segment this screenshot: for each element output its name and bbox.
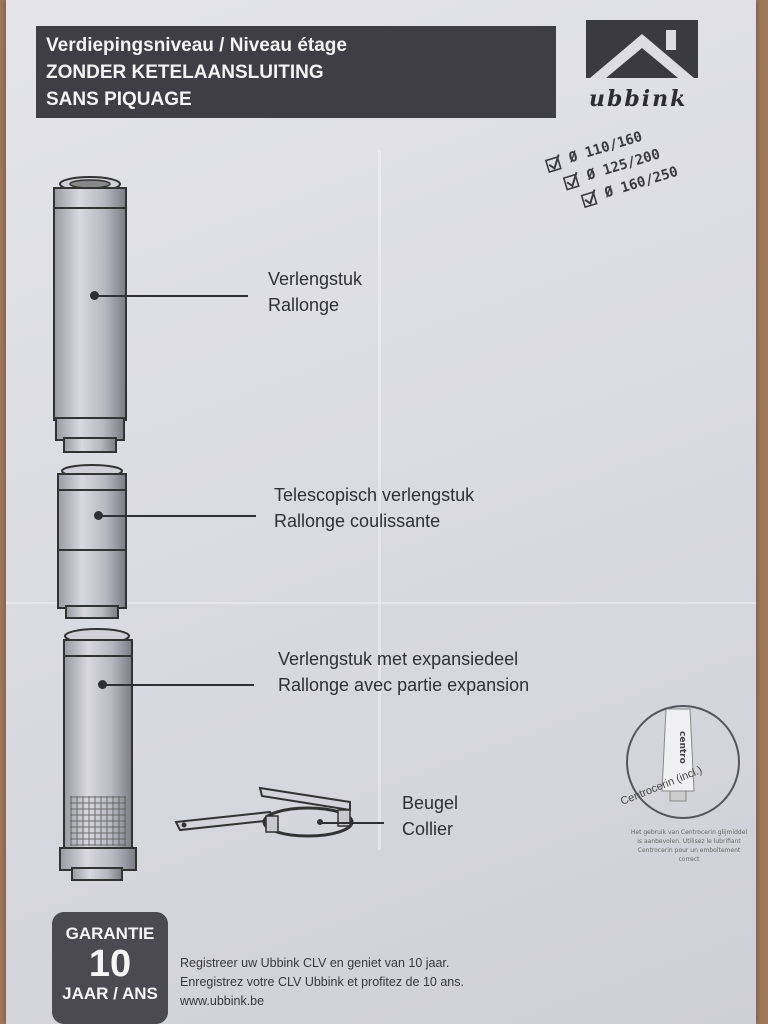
part-label-fr: Rallonge coulissante: [274, 511, 441, 531]
leader-dot: [94, 511, 103, 520]
lubricant-note: Het gebruik van Centrocerin glijmiddel i…: [630, 829, 748, 863]
guarantee-label: GARANTIE: [65, 924, 155, 943]
part-label-nl: Telescopisch verlengstuk: [274, 485, 475, 505]
part-label-fr: Rallonge: [268, 295, 340, 315]
part-label-nl: Verlengstuk met expansiedeel: [278, 649, 519, 669]
lubricant-tube-text: centro: [677, 731, 687, 764]
part-label-bracket: Beugel Collier: [402, 790, 458, 842]
part-label-fr: Collier: [402, 819, 454, 839]
checkbox-checked-icon: [580, 189, 598, 209]
part-label-fr: Rallonge avec partie expansion: [278, 675, 530, 695]
checkbox-checked-icon: [544, 154, 562, 174]
house-roof-logo-icon: [586, 20, 698, 78]
header-line-1: Verdiepingsniveau / Niveau étage: [46, 35, 347, 56]
registration-line-nl: Registreer uw Ubbink CLV en geniet van 1…: [180, 956, 450, 970]
diameter-item: Ø 125/200: [562, 143, 674, 191]
paper-crease: [6, 602, 756, 604]
header-title-box: Verdiepingsniveau / Niveau étage ZONDER …: [36, 26, 556, 118]
leader-line: [96, 295, 248, 297]
part-label-nl: Verlengstuk: [268, 269, 363, 289]
leader-dot: [90, 291, 99, 300]
telescopic-pipe-illustration: [57, 464, 127, 619]
registration-url[interactable]: www.ubbink.be: [180, 994, 265, 1008]
part-label-extension: Verlengstuk Rallonge: [268, 266, 362, 318]
instruction-sheet: Verdiepingsniveau / Niveau étage ZONDER …: [6, 0, 756, 1024]
leader-line: [100, 515, 256, 517]
registration-line-fr: Enregistrez votre CLV Ubbink et profitez…: [180, 975, 464, 989]
guarantee-unit: JAAR / ANS: [62, 984, 158, 1003]
registration-text: Registreer uw Ubbink CLV en geniet van 1…: [180, 954, 464, 1011]
expansion-pipe-illustration: [59, 628, 137, 881]
diameter-list: Ø 110/160 Ø 125/200 Ø 160/250: [544, 122, 682, 221]
header-line-2: ZONDER KETELAANSLUITING: [46, 62, 324, 83]
leader-line: [104, 684, 254, 686]
lubricant-tube-icon: centro: [661, 708, 695, 802]
part-label-nl: Beugel: [402, 793, 459, 813]
header-line-3: SANS PIQUAGE: [46, 89, 192, 110]
wall-bracket-illustration: [174, 786, 354, 838]
extension-pipe-illustration: [53, 176, 127, 453]
leader-line: [322, 822, 384, 824]
guarantee-years: 10: [88, 943, 132, 985]
diameter-item: Ø 110/160: [544, 122, 667, 174]
brand-name: ubbink: [589, 86, 688, 112]
leader-dot: [98, 680, 107, 689]
checkbox-checked-icon: [562, 171, 580, 191]
diameter-item: Ø 160/250: [580, 164, 680, 209]
paper-crease: [378, 150, 381, 850]
part-label-expansion: Verlengstuk met expansiedeel Rallonge av…: [278, 646, 529, 698]
lubricant-circle: centro: [626, 705, 740, 819]
guarantee-badge: GARANTIE 10 JAAR / ANS: [52, 912, 168, 1024]
part-label-telescopic: Telescopisch verlengstuk Rallonge coulis…: [274, 482, 474, 534]
